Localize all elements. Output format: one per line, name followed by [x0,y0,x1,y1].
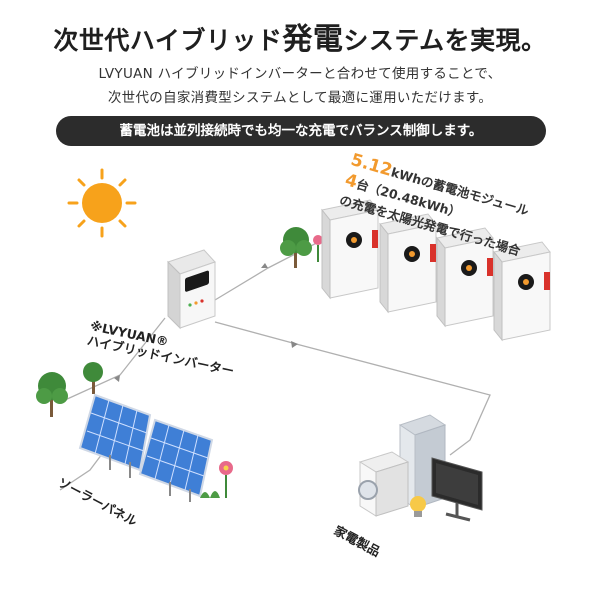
battery-module [321,199,379,300]
headline-part3: システムを実現。 [343,26,547,55]
hybrid-inverter [167,249,216,330]
tree-icon [280,227,323,268]
headline-part1: 次世代ハイブリッド [53,26,283,55]
headline: 次世代ハイブリッド発電システムを実現。 [0,14,600,58]
solar-panel [138,418,214,502]
tree-icon [36,362,103,417]
flower-icon [200,461,233,498]
subtitle-line1: LVYUAN ハイブリッドインバーターと合わせて使用することで、 [98,66,502,82]
battery-module [493,241,551,342]
subtitle-line2: 次世代の自家消費型システムとして最適に運用いただけます。 [107,90,493,106]
headline-highlight: 発電 [282,22,344,57]
battery-module [436,227,494,328]
solar-panel [78,393,152,478]
lightbulb-icon [410,496,426,517]
tv-monitor-icon [431,457,483,522]
sun-icon [67,168,137,238]
washing-machine-icon [358,451,410,517]
battery-module [379,213,437,314]
feature-banner: 蓄電池は並列接続時でも均一な充電でバランス制御します。 [56,116,546,146]
